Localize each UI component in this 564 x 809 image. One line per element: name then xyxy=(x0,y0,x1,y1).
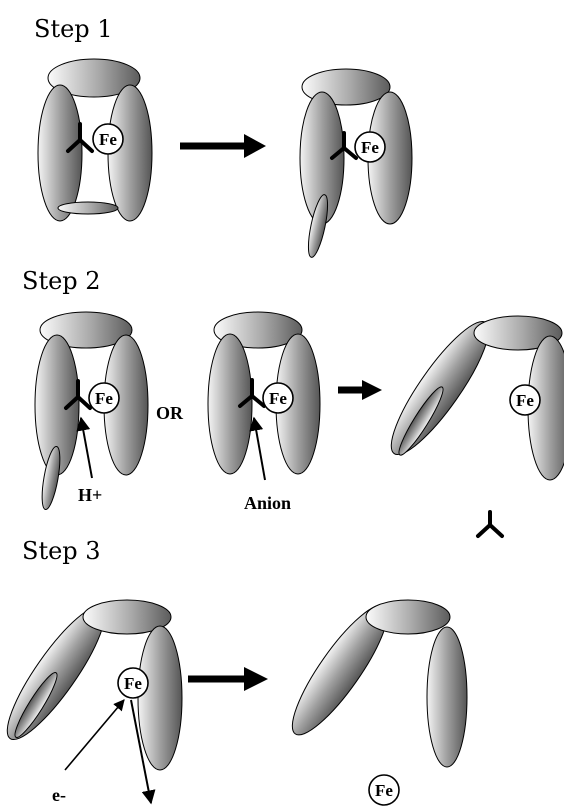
anion-label: Anion xyxy=(244,493,291,513)
proton-arrow xyxy=(81,418,92,478)
step2-anion-protein: Fe Anion xyxy=(208,312,320,513)
step1-title: Step 1 xyxy=(34,15,113,43)
right-lobe xyxy=(138,626,182,770)
iron-label: Fe xyxy=(375,781,393,800)
step2-arrow xyxy=(338,380,382,400)
electron-label: e- xyxy=(52,785,66,805)
step2-title: Step 2 xyxy=(22,267,101,295)
step3-arrow xyxy=(188,667,268,691)
anion-arrow xyxy=(254,418,265,480)
iron-label: Fe xyxy=(99,130,117,149)
step1-opened-hinge-protein: Fe xyxy=(300,69,412,259)
step3-apo-protein xyxy=(279,595,467,767)
released-iron: Fe xyxy=(369,775,399,805)
top-lobe xyxy=(366,600,450,634)
step3-open-protein-with-iron: Fe e- xyxy=(0,596,182,805)
step1-arrow xyxy=(180,134,266,158)
step2-open-protein: Fe xyxy=(378,311,564,480)
iron-label: Fe xyxy=(516,391,534,410)
iron-label: Fe xyxy=(269,389,287,408)
electron-arrow xyxy=(65,700,124,770)
iron-label: Fe xyxy=(361,138,379,157)
step1-closed-protein: Fe xyxy=(38,59,152,221)
hinge-segment xyxy=(58,202,118,214)
step3-title: Step 3 xyxy=(22,537,101,565)
iron-label: Fe xyxy=(124,674,142,693)
or-label: OR xyxy=(156,403,184,423)
left-lobe xyxy=(38,85,82,221)
proton-label: H+ xyxy=(78,485,102,505)
right-lobe xyxy=(427,627,467,767)
iron-label: Fe xyxy=(95,389,113,408)
released-carbonate-icon xyxy=(478,512,502,536)
step2-protonation-protein: Fe H+ xyxy=(35,312,148,511)
